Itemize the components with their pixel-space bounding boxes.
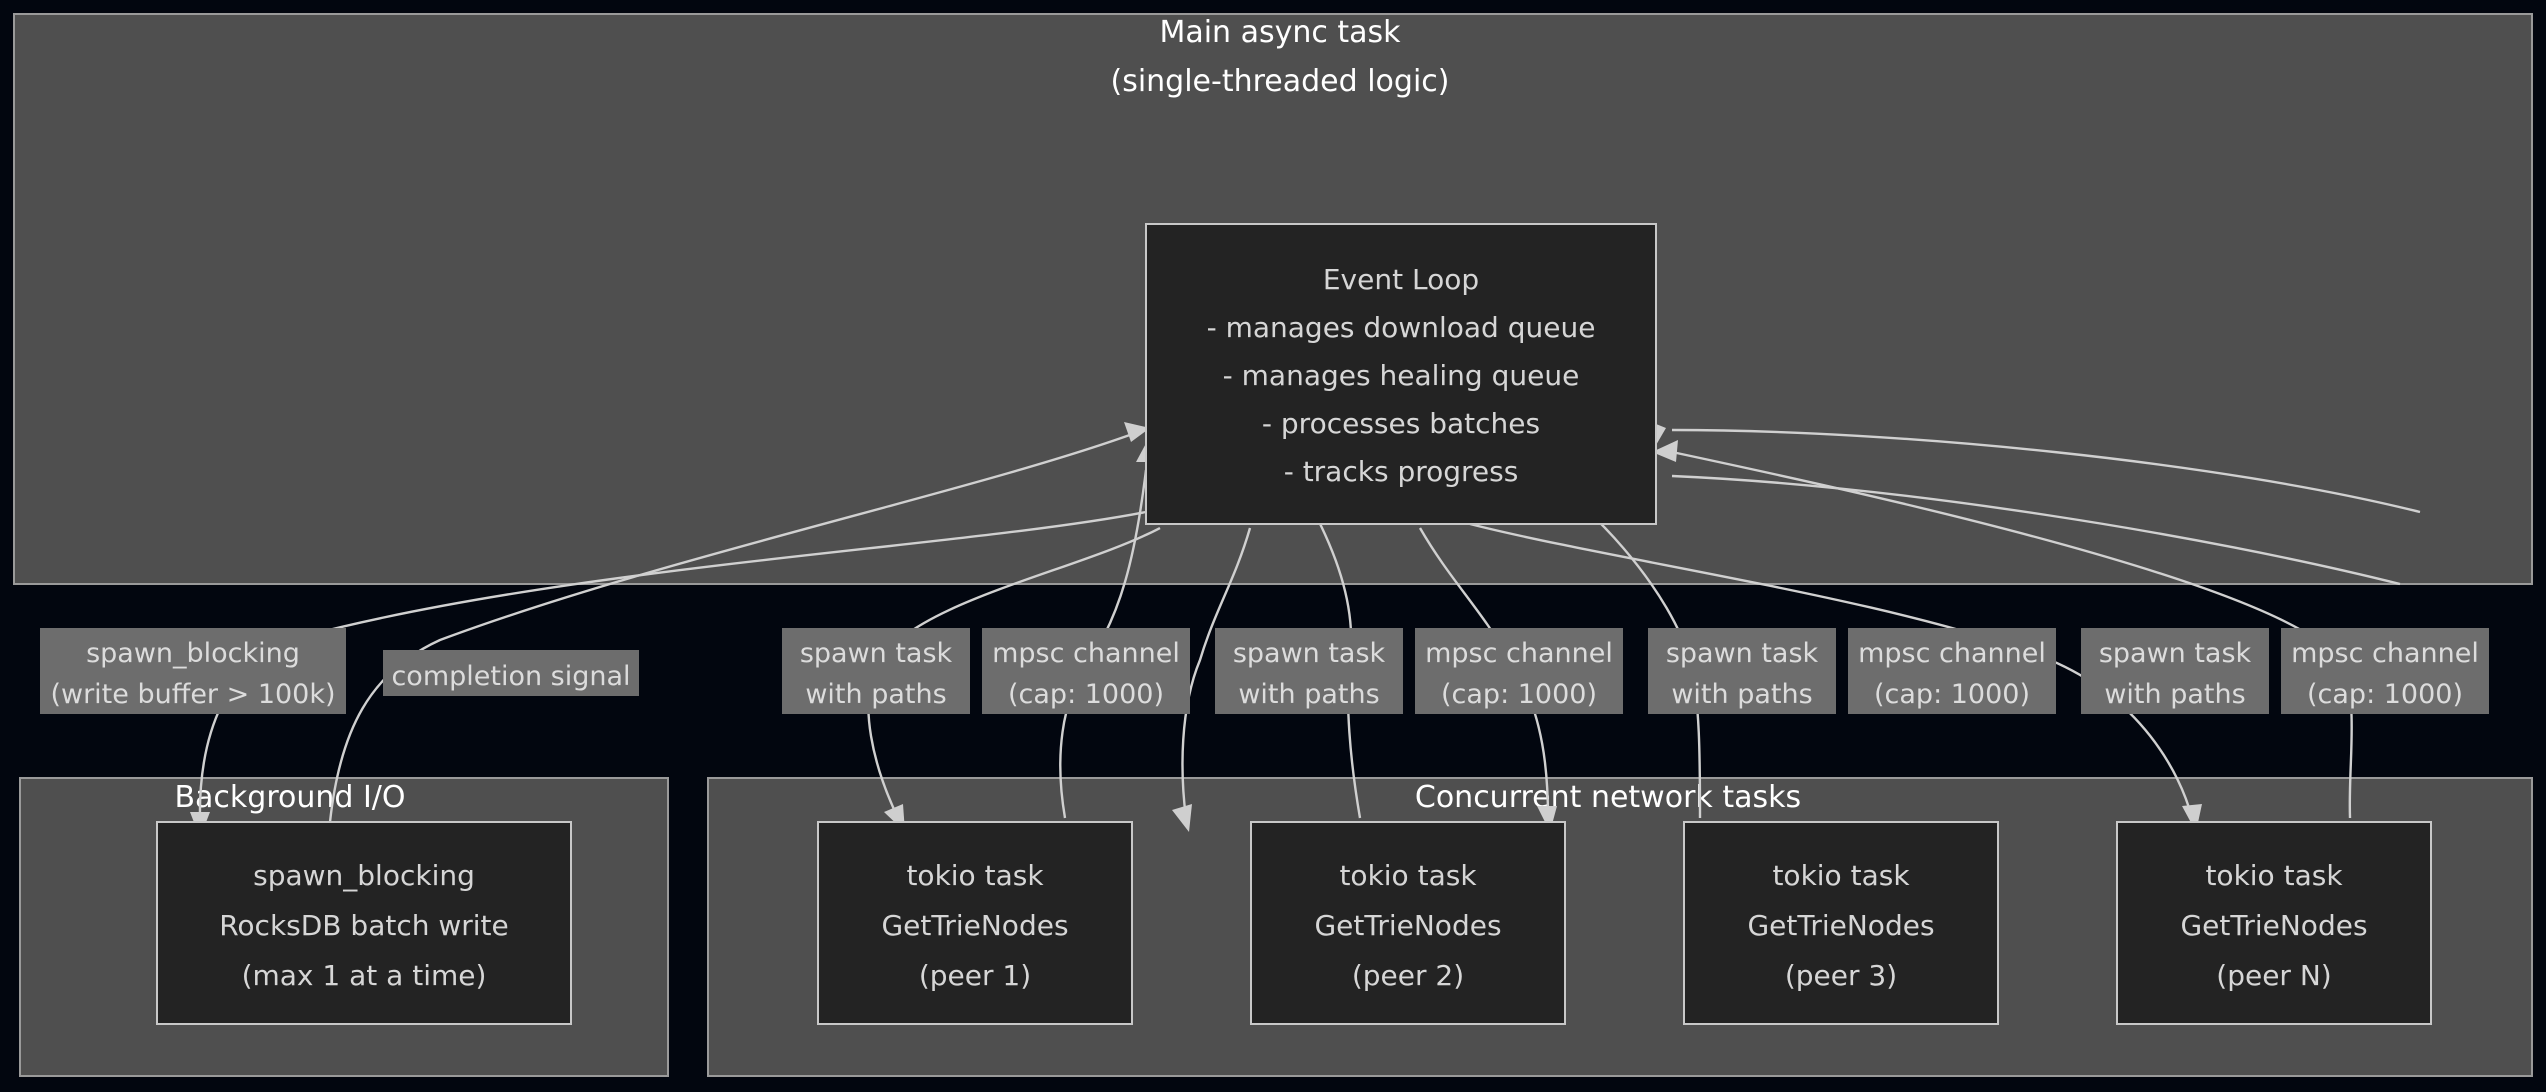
node-peer3-line-2: (peer 3): [1785, 959, 1897, 992]
edge-label-mpsc-1: mpsc channel (cap: 1000): [982, 628, 1190, 714]
node-rocksdb-batch-write[interactable]: spawn_blocking RocksDB batch write (max …: [156, 821, 572, 1025]
edge-label-mpsc-n: mpsc channel (cap: 1000): [2281, 628, 2489, 714]
edge-label-mpsc-2-line2: (cap: 1000): [1441, 679, 1597, 710]
edge-label-mpsc-1-line1: mpsc channel: [992, 638, 1180, 669]
edge-label-spawn-task-3: spawn task with paths: [1648, 628, 1836, 714]
edge-label-spawn-task-2: spawn task with paths: [1215, 628, 1403, 714]
node-peer1-rect[interactable]: [817, 821, 1133, 1025]
edge-label-spawn-task-1-line2: with paths: [805, 679, 946, 710]
edge-label-spawn-task-3-bg: [1648, 628, 1836, 714]
edge-label-spawn-task-1-line1: spawn task: [800, 638, 953, 669]
node-tokio-task-peer-n[interactable]: tokio task GetTrieNodes (peer N): [2116, 821, 2432, 1025]
node-peerN-line-0: tokio task: [2205, 859, 2343, 892]
node-tokio-task-peer-3[interactable]: tokio task GetTrieNodes (peer 3): [1683, 821, 1999, 1025]
edge-rocksdb-to-eventloop: [328, 430, 1139, 823]
node-tokio-task-peer-1[interactable]: tokio task GetTrieNodes (peer 1): [817, 821, 1133, 1025]
edge-label-spawn-task-1: spawn task with paths: [782, 628, 970, 714]
edge-label-mpsc-3-line1: mpsc channel: [1858, 638, 2046, 669]
node-event-loop[interactable]: Event Loop - manages download queue - ma…: [1145, 223, 1657, 525]
edge-label-spawn-task-3-line1: spawn task: [1666, 638, 1819, 669]
edge-label-spawn-task-n-line1: spawn task: [2099, 638, 2252, 669]
edge-label-mpsc-2-bg: [1415, 628, 1623, 714]
node-peer2-line-0: tokio task: [1339, 859, 1477, 892]
node-rocksdb-line-2: (max 1 at a time): [242, 959, 487, 992]
node-peer2-rect[interactable]: [1250, 821, 1566, 1025]
edge-label-mpsc-3-line2: (cap: 1000): [1874, 679, 2030, 710]
edge-label-spawn-blocking-line1: spawn_blocking: [86, 638, 300, 669]
node-event-loop-line-4: - tracks progress: [1284, 455, 1519, 488]
edge-label-spawn-task-2-bg: [1215, 628, 1403, 714]
node-peerN-rect[interactable]: [2116, 821, 2432, 1025]
edge-label-spawn-blocking-bg: [40, 628, 346, 714]
node-rocksdb-line-1: RocksDB batch write: [219, 909, 509, 942]
node-peer2-line-2: (peer 2): [1352, 959, 1464, 992]
node-event-loop-line-0: Event Loop: [1323, 263, 1479, 296]
node-event-loop-rect[interactable]: [1145, 223, 1657, 525]
node-rocksdb-rect[interactable]: [156, 821, 572, 1025]
node-event-loop-line-1: - manages download queue: [1207, 311, 1596, 344]
edge-label-spawn-task-2-line1: spawn task: [1233, 638, 1386, 669]
edge-label-spawn-task-n-bg: [2081, 628, 2269, 714]
edge-label-mpsc-n-line2: (cap: 1000): [2307, 679, 2463, 710]
cluster-network-title: Concurrent network tasks: [1415, 780, 1801, 815]
node-peerN-line-2: (peer N): [2216, 959, 2331, 992]
edge-eventloop-to-peer3-arrowhead: [1537, 806, 1557, 832]
edge-label-spawn-task-n: spawn task with paths: [2081, 628, 2269, 714]
edge-label-mpsc-n-line1: mpsc channel: [2291, 638, 2479, 669]
edge-label-completion-signal-line1: completion signal: [391, 661, 630, 692]
edge-rocksdb-to-eventloop-arrowhead: [1124, 422, 1150, 442]
node-peer3-line-1: GetTrieNodes: [1747, 909, 1934, 942]
edge-label-completion-signal: completion signal: [383, 650, 639, 696]
node-peer3-line-0: tokio task: [1772, 859, 1910, 892]
edge-label-mpsc-3-bg: [1848, 628, 2056, 714]
edge-label-spawn-task-2-line2: with paths: [1238, 679, 1379, 710]
edge-label-completion-signal-bg: [383, 650, 639, 696]
node-peer1-line-0: tokio task: [906, 859, 1044, 892]
edge-eventloop-to-peer2: [1181, 527, 1252, 819]
node-rocksdb-line-0: spawn_blocking: [253, 859, 475, 892]
edge-label-spawn-blocking-line2: (write buffer > 100k): [50, 679, 335, 710]
edge-label-mpsc-1-bg: [982, 628, 1190, 714]
node-peer2-line-1: GetTrieNodes: [1314, 909, 1501, 942]
edge-return-lower: [1671, 474, 2401, 586]
node-peer3-rect[interactable]: [1683, 821, 1999, 1025]
edge-label-mpsc-3: mpsc channel (cap: 1000): [1848, 628, 2056, 714]
edge-label-spawn-task-n-line2: with paths: [2104, 679, 2245, 710]
edge-return-upper: [1671, 428, 2421, 514]
edge-label-mpsc-1-line2: (cap: 1000): [1008, 679, 1164, 710]
node-peer1-line-1: GetTrieNodes: [881, 909, 1068, 942]
edge-label-mpsc-2: mpsc channel (cap: 1000): [1415, 628, 1623, 714]
cluster-main-title-line2: (single-threaded logic): [1111, 64, 1450, 99]
node-event-loop-line-2: - manages healing queue: [1223, 359, 1580, 392]
cluster-background-io-title: Background I/O: [174, 780, 405, 815]
node-tokio-task-peer-2[interactable]: tokio task GetTrieNodes (peer 2): [1250, 821, 1566, 1025]
node-event-loop-line-3: - processes batches: [1262, 407, 1540, 440]
edge-label-spawn-blocking: spawn_blocking (write buffer > 100k): [40, 628, 346, 714]
edge-peerN-to-eventloop-arrowhead: [1652, 440, 1678, 462]
node-peer1-line-2: (peer 1): [919, 959, 1031, 992]
edge-label-spawn-task-3-line2: with paths: [1671, 679, 1812, 710]
edge-label-mpsc-2-line1: mpsc channel: [1425, 638, 1613, 669]
edge-eventloop-to-peer2-arrowhead: [1172, 804, 1192, 832]
edge-label-mpsc-n-bg: [2281, 628, 2489, 714]
edge-label-spawn-task-1-bg: [782, 628, 970, 714]
cluster-main-title-line1: Main async task: [1159, 15, 1401, 50]
node-peerN-line-1: GetTrieNodes: [2180, 909, 2367, 942]
